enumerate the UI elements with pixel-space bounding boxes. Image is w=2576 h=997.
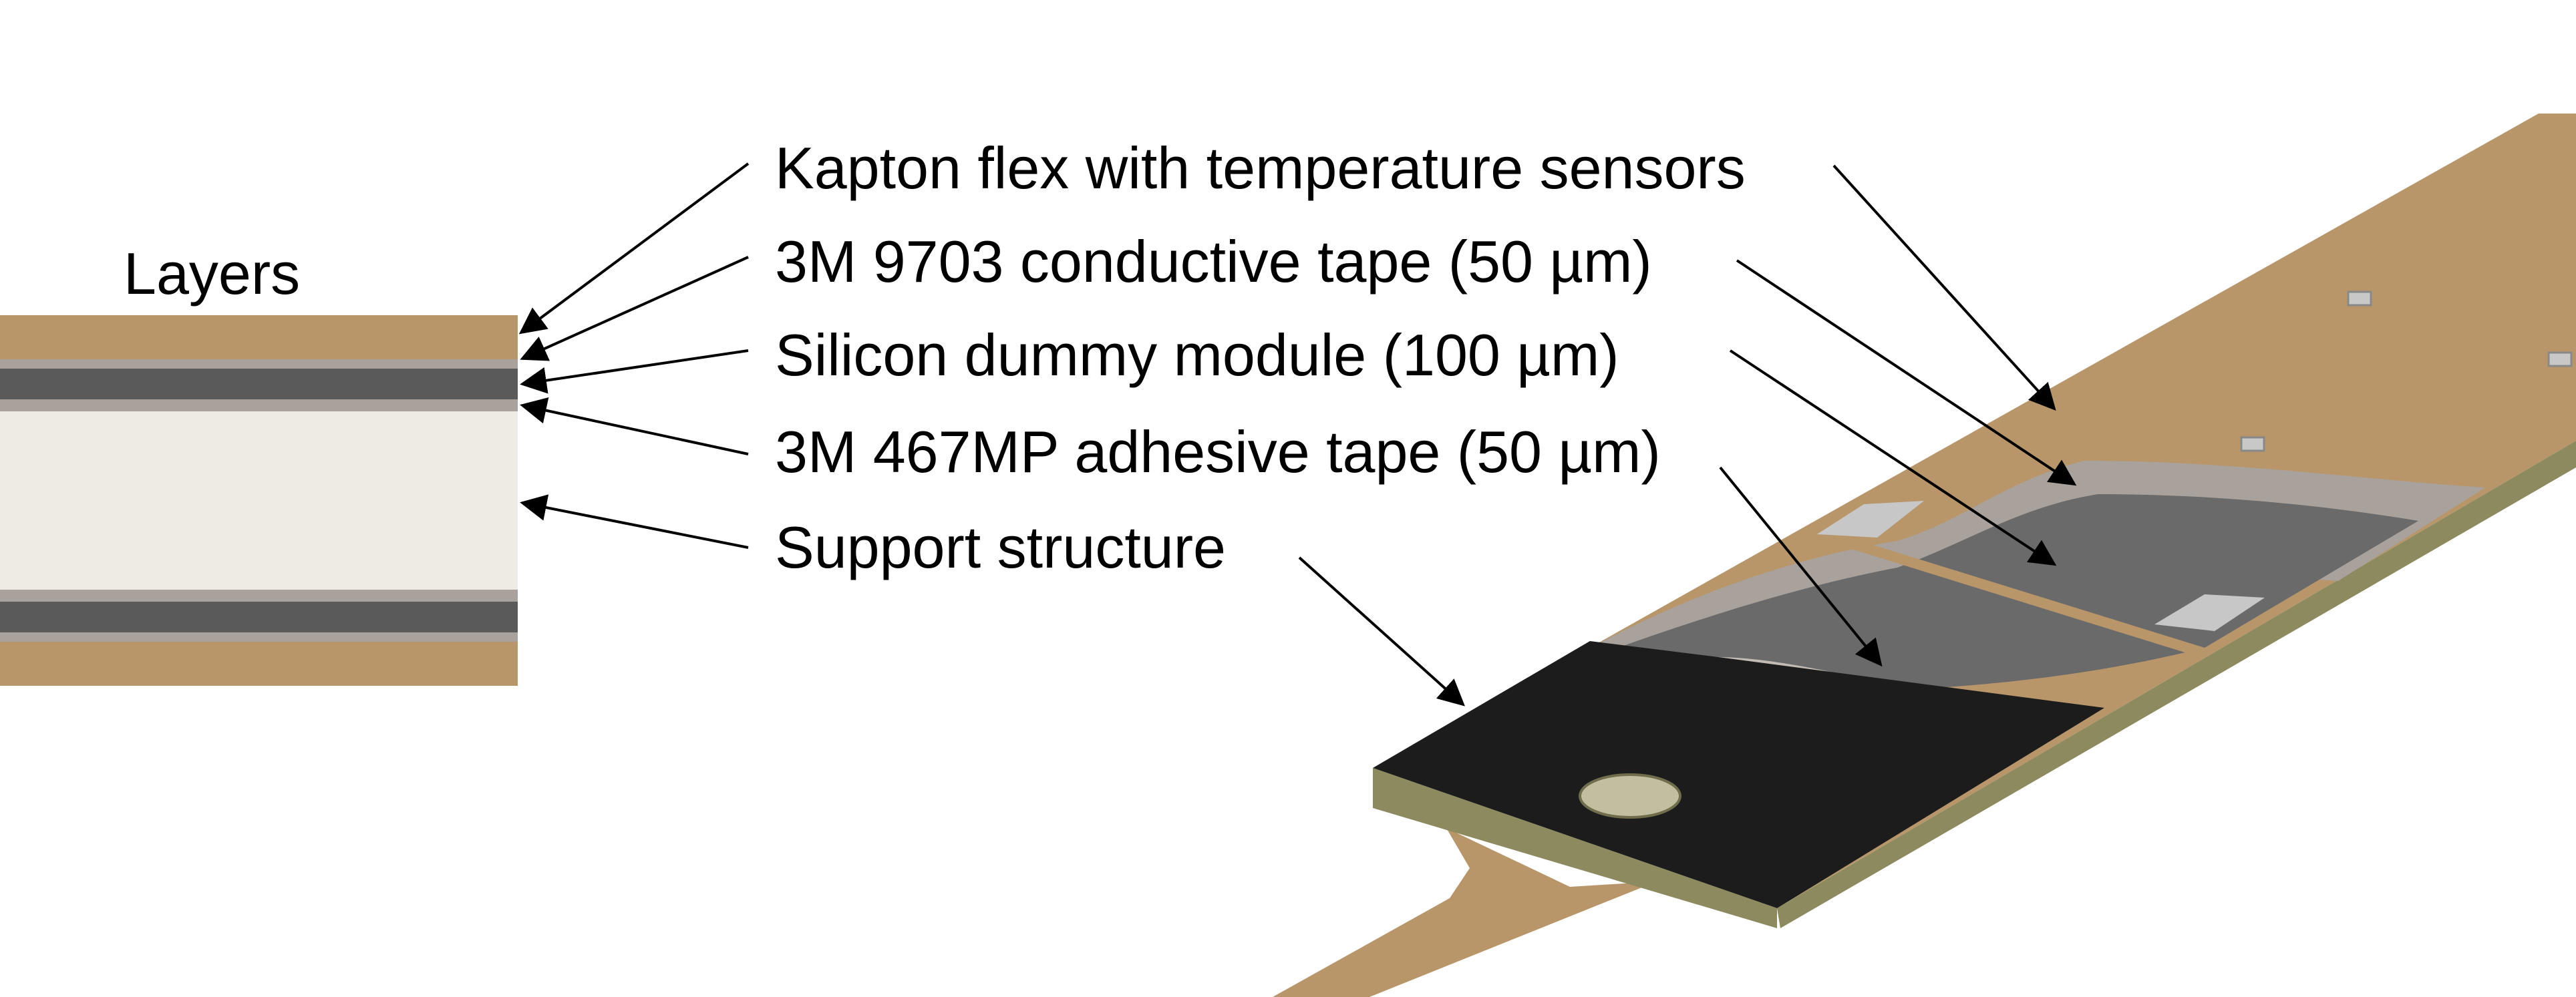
layer-kapton-top xyxy=(0,315,518,359)
temperature-sensor xyxy=(2347,290,2372,307)
arrow-silicon-to-section xyxy=(520,349,749,394)
layer-silicon-bottom xyxy=(0,602,518,632)
layer-adhesive-tape-top xyxy=(0,399,518,411)
silicon-window xyxy=(1817,501,1924,538)
silicon-separator xyxy=(1804,528,2205,654)
layer-support xyxy=(0,411,518,590)
arrow-adhesive-to-render xyxy=(1719,466,1883,667)
layer-conductive-tape-top xyxy=(0,359,518,369)
layer-kapton-bottom xyxy=(0,642,518,686)
arrow-silicon-to-render xyxy=(1729,349,2057,566)
arrow-conductive-to-section xyxy=(520,256,749,361)
callout-adhesive-tape: 3M 467MP adhesive tape (50 µm) xyxy=(775,419,1661,485)
arrow-kapton-to-render xyxy=(1832,164,2056,411)
kapton-tail xyxy=(1273,828,1657,997)
cross-section xyxy=(0,315,518,686)
layer-conductive-tape-bottom xyxy=(0,632,518,642)
arrow-kapton-to-section xyxy=(518,162,750,335)
figure-heading: Layers xyxy=(124,240,300,307)
temperature-sensor xyxy=(2240,436,2265,452)
layer-silicon-top xyxy=(0,369,518,399)
callout-support-structure: Support structure xyxy=(775,514,1226,580)
support-structure-edge xyxy=(1373,768,1777,928)
support-structure-top xyxy=(1373,641,2104,908)
stave-render xyxy=(1273,114,2576,997)
arrow-conductive-to-render xyxy=(1736,259,2077,486)
callout-kapton-flex: Kapton flex with temperature sensors xyxy=(775,135,1746,201)
arrow-adhesive-to-section xyxy=(520,397,749,455)
flex-edge xyxy=(1777,441,2576,928)
callout-conductive-tape: 3M 9703 conductive tape (50 µm) xyxy=(775,228,1652,294)
arrow-support-to-section xyxy=(520,494,749,549)
layer-adhesive-tape-bottom xyxy=(0,590,518,602)
temperature-sensor xyxy=(2547,351,2573,367)
callout-silicon-module: Silicon dummy module (100 µm) xyxy=(775,322,1619,388)
mounting-hole xyxy=(1579,773,1681,819)
arrow-support-to-render xyxy=(1298,556,1465,707)
silicon-window xyxy=(2154,594,2265,631)
